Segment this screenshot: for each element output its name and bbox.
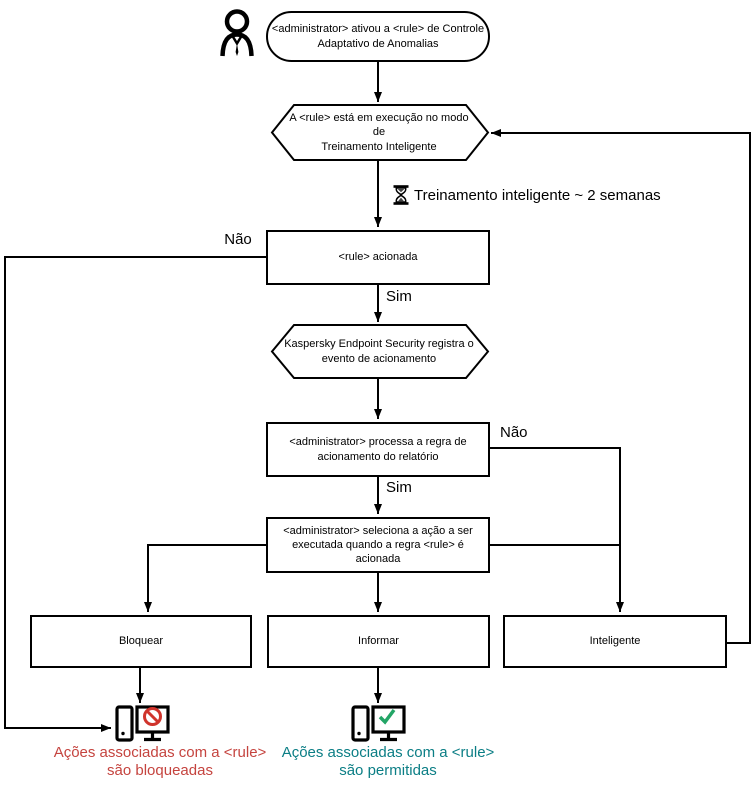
edge-label-yes-triggered: Sim	[386, 288, 412, 305]
node-action-inform: Informar	[267, 615, 490, 668]
computer-allowed-icon	[351, 705, 406, 742]
blocked-result-caption: Ações associadas com a <rule> são bloque…	[53, 744, 267, 779]
edge-smart-loop-to-training	[491, 129, 751, 644]
edge-selects-to-block	[144, 544, 266, 612]
node-admin-processes: <administrator> processa a regra de acio…	[266, 422, 490, 477]
computer-blocked-icon	[115, 705, 170, 742]
edge-label-no-left: Não	[224, 231, 252, 248]
edge-label-yes-processed: Sim	[386, 479, 412, 496]
edges	[4, 62, 751, 732]
edge-label-no-right: Não	[500, 424, 528, 441]
prohibition-icon	[143, 707, 162, 726]
node-admin-selects: <administrator> seleciona a ação a ser e…	[266, 517, 490, 573]
allowed-result-caption: Ações associadas com a <rule> são permit…	[281, 744, 495, 779]
training-duration-note: Treinamento inteligente ~ 2 semanas	[414, 187, 661, 204]
person-icon	[220, 9, 254, 57]
checkmark-icon	[378, 708, 396, 725]
node-action-smart: Inteligente	[503, 615, 727, 668]
node-training-mode: A <rule> está em execução no modo de Tre…	[289, 112, 469, 153]
node-action-block: Bloquear	[30, 615, 252, 668]
hourglass-icon	[393, 185, 409, 205]
node-kes-registers: Kaspersky Endpoint Security registra o e…	[284, 338, 474, 365]
hexagon-training-mode	[270, 104, 490, 161]
node-rule-triggered: <rule> acionada	[266, 230, 490, 285]
node-start: <administrator> ativou a <rule> de Contr…	[266, 11, 490, 62]
hexagon-kes-registers	[270, 324, 490, 379]
edge-processes-no-to-smart	[490, 447, 624, 612]
edge-triggered-no-to-blocked	[4, 256, 266, 732]
